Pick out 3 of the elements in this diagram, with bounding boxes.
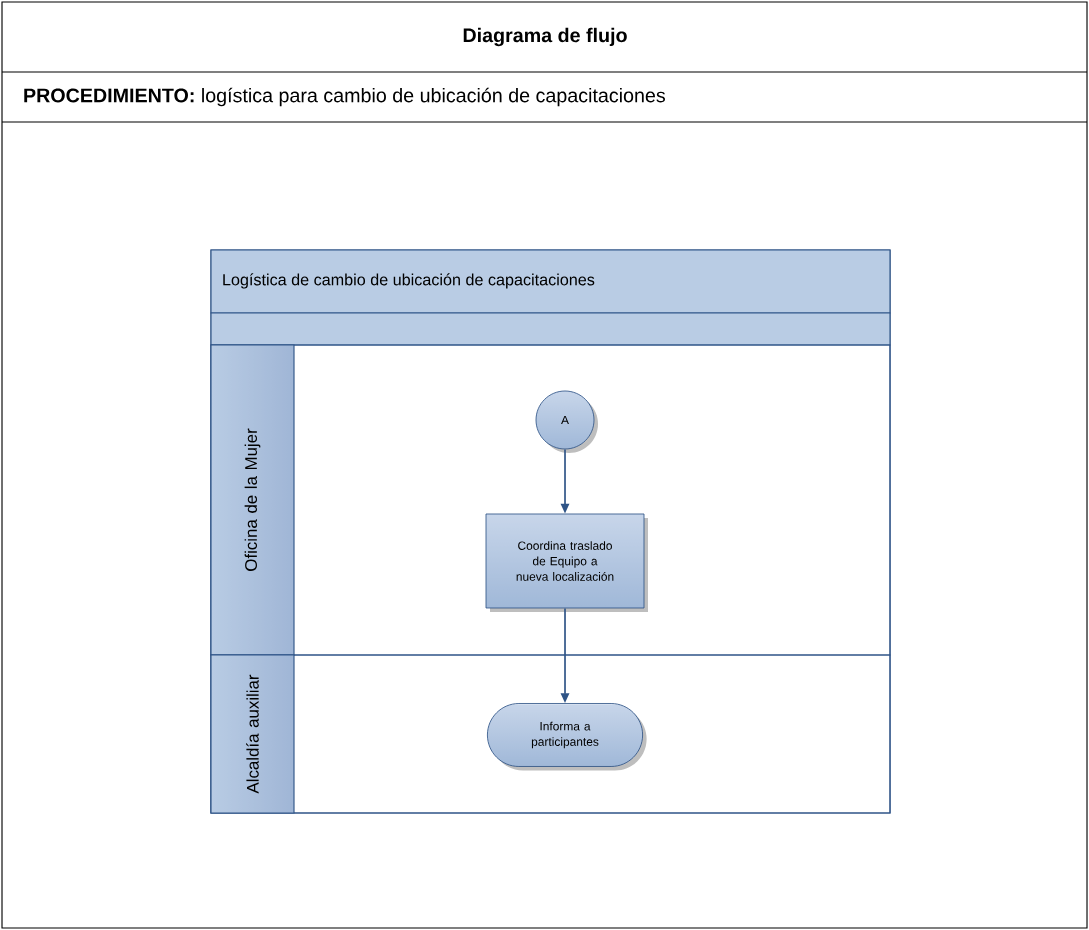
title: Diagrama de flujo bbox=[463, 27, 627, 47]
process-box: Coordina traslado de Equipo a nueva localización bbox=[485, 513, 648, 612]
procedure-text: PROCEDIMIENTO: logística para cambio de ubicación de capacitaciones bbox=[24, 87, 665, 107]
